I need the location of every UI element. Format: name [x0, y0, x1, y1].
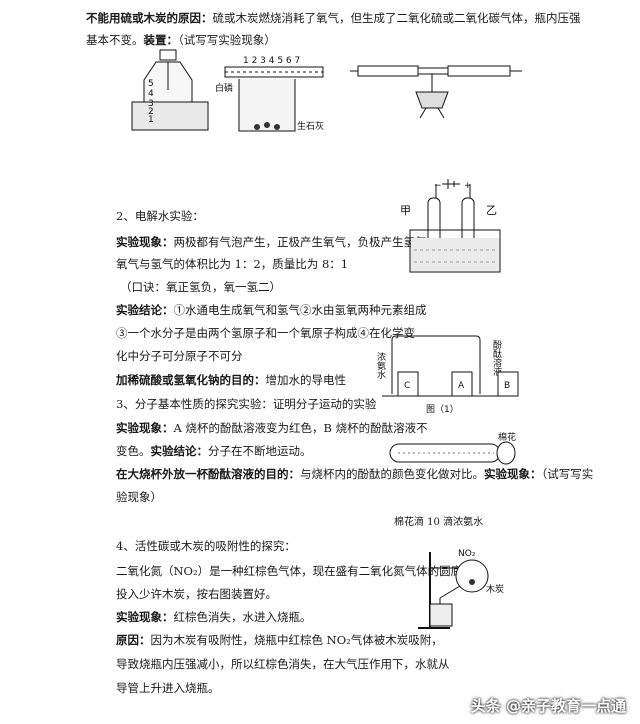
electrolysis-figure: − + 甲 乙	[400, 179, 501, 273]
s1-line2-b: （试写写实验现象）	[178, 33, 276, 47]
bottle-mark-1: 1	[148, 115, 154, 125]
svg-text:−: −	[434, 181, 442, 191]
bottle-mark-5: 5	[148, 79, 154, 89]
bottle-mark-4: 4	[148, 89, 154, 99]
s2-phen-line1: 实验现象：两极都有气泡产生，正极产生氧气，负极产生氢气	[116, 234, 427, 250]
s2-purpose-rest: 增加水的导电性	[265, 373, 347, 387]
s3-phen-line2: 变色。实验结论：分子在不断地运动。	[116, 443, 312, 459]
tube-caption: 棉花滴 10 滴浓氨水	[394, 517, 484, 528]
s3-heading: 3、分子基本性质的探究实验：	[116, 397, 273, 411]
beaker-a-label: A	[458, 381, 465, 391]
s2-concl-2: ③一个水分子是由两个氢原子和一个氧原子构成④在化学变	[116, 326, 415, 340]
scale-numbers: 1 2 3 4 5 6 7	[243, 56, 300, 66]
s2-concl-1: ①水通电生成氧气和氢气②水由氢氧两种元素组成	[173, 303, 427, 317]
s3-concl-label: 实验结论：	[150, 444, 209, 458]
s3-extra-line1: 在大烧杯外放一杯酚酞溶液的目的：与烧杯内的酚酞的颜色变化做对比。实验现象：（试写…	[116, 466, 593, 482]
bottle-apparatus-figure: 5 4 3 2 1	[131, 49, 209, 131]
s3-extra-line2: 验现象）	[116, 490, 162, 504]
cotton-tube-figure: 棉花	[389, 431, 516, 465]
beaker-c-label: C	[404, 381, 410, 391]
s1-line2: 基本不变。装置：（试写写实验现象）	[86, 32, 276, 48]
beaker-b-label: B	[504, 381, 510, 391]
s2-phen-label: 实验现象：	[116, 235, 174, 249]
s4-intro-1: 二氧化氮（NO₂）是一种红棕色气体，现在盛有二氧化氮气体的圆底烧瓶	[116, 564, 486, 578]
bottle-mark-2: 2	[148, 107, 154, 117]
s2-phen-1: 两极都有气泡产生，正极产生氧气，负极产生氢气	[173, 235, 427, 249]
s2-phen-2: 氧气与氢气的体积比为 1：2，质量比为 8：1	[116, 257, 349, 271]
s1-line1-rest: 硫或木炭燃烧消耗了氧气，但生成了二氧化硫或二氧化碳气体，瓶内压强	[212, 11, 581, 25]
s4-heading: 4、活性碳或木炭的吸附性的探究：	[116, 539, 296, 553]
s3-extra-tail: （试写写实	[541, 467, 594, 481]
s2-concl-label: 实验结论：	[116, 303, 174, 317]
s1-line1-bold: 不能用硫或木炭的原因：	[86, 11, 213, 25]
s3-extra-bold2: 实验现象：	[484, 467, 542, 481]
adsorption-flask-figure: NO₂ 木炭	[418, 549, 504, 629]
s4-reason-line1: 原因：因为木炭有吸附性，烧瓶中红棕色 NO₂气体被木炭吸附，	[116, 632, 443, 648]
s3-phen-label: 实验现象：	[116, 421, 174, 435]
s3-phen-1: A 烧杯的酚酞溶液变为红色，B 烧杯的酚酞溶液不	[173, 421, 428, 435]
tube-beaker-figure: 1 2 3 4 5 6 7 白磷 生石灰	[215, 56, 324, 132]
s4-reason-1: 因为木炭有吸附性，烧瓶中红棕色 NO₂气体被木炭吸附，	[150, 633, 443, 647]
s1-line2-a: 基本不变。	[86, 33, 144, 47]
s2-concl-line1: 实验结论：①水通电生成氧气和氢气②水由氢氧两种元素组成	[116, 302, 427, 318]
svg-text:+: +	[464, 181, 472, 191]
s2-concl-3: 化中分子可分原子不可分	[116, 349, 243, 363]
s2-heading: 2、电解水实验：	[116, 209, 204, 223]
quicklime-label: 生石灰	[297, 120, 324, 132]
s2-mnemonic: （口诀：氧正氢负，氧一氢二）	[120, 280, 281, 294]
s4-reason-2: 导致烧瓶内压强减小，所以红棕色消失，在大气压作用下，水就从	[116, 657, 450, 671]
jia-label: 甲	[400, 204, 411, 217]
s3-extra-bold: 在大烧杯外放一杯酚酞溶液的目的：	[116, 467, 300, 481]
molecule-diffusion-figure: 浓氨水 酚酞溶液 C A B 图（1）	[375, 335, 519, 415]
s3-extra-rest: 与烧杯内的酚酞的颜色变化做对比。	[300, 467, 484, 481]
s3-heading-rest: 证明分子运动的实验	[272, 397, 377, 411]
watermark: 头条 @亲子教育一点通	[470, 697, 626, 715]
charcoal-label: 木炭	[486, 583, 504, 595]
s2-purpose-bold: 加稀硫酸或氢氧化钠的目的：	[116, 373, 266, 387]
s1-line2-bold: 装置：	[143, 33, 179, 47]
phenolphthalein-label: 酚酞溶液	[491, 340, 502, 377]
s1-line1: 不能用硫或木炭的原因：硫或木炭燃烧消耗了氧气，但生成了二氧化硫或二氧化碳气体，瓶…	[86, 10, 581, 26]
yi-label: 乙	[486, 204, 497, 217]
bottle-mark-3: 3	[148, 99, 154, 109]
syringe-apparatus-figure	[350, 65, 522, 119]
s4-reason-3: 导管上升进入烧瓶。	[116, 681, 220, 695]
s2-purpose: 加稀硫酸或氢氧化钠的目的：增加水的导电性	[116, 372, 346, 388]
s4-phen: 红棕色消失，水进入烧瓶。	[173, 610, 312, 624]
figure-1-caption: 图（1）	[426, 404, 459, 415]
cotton-label: 棉花	[498, 431, 516, 443]
s4-phen-label: 实验现象：	[116, 610, 174, 624]
s3-phen-line1: 实验现象：A 烧杯的酚酞溶液变为红色，B 烧杯的酚酞溶液不	[116, 420, 428, 436]
s4-phen-line: 实验现象：红棕色消失，水进入烧瓶。	[116, 609, 312, 625]
s3-heading-line: 3、分子基本性质的探究实验：证明分子运动的实验	[116, 396, 376, 412]
s3-concl: 分子在不断地运动。	[208, 444, 312, 458]
s3-phen-2: 变色。	[116, 444, 151, 458]
conc-ammonia-label: 浓氨水	[375, 352, 386, 379]
s4-reason-label: 原因：	[116, 633, 151, 647]
s4-intro-2: 投入少许木炭，按右图装置好。	[116, 587, 277, 601]
no2-label: NO₂	[458, 549, 476, 559]
white-phosphorus-label: 白磷	[215, 82, 233, 94]
